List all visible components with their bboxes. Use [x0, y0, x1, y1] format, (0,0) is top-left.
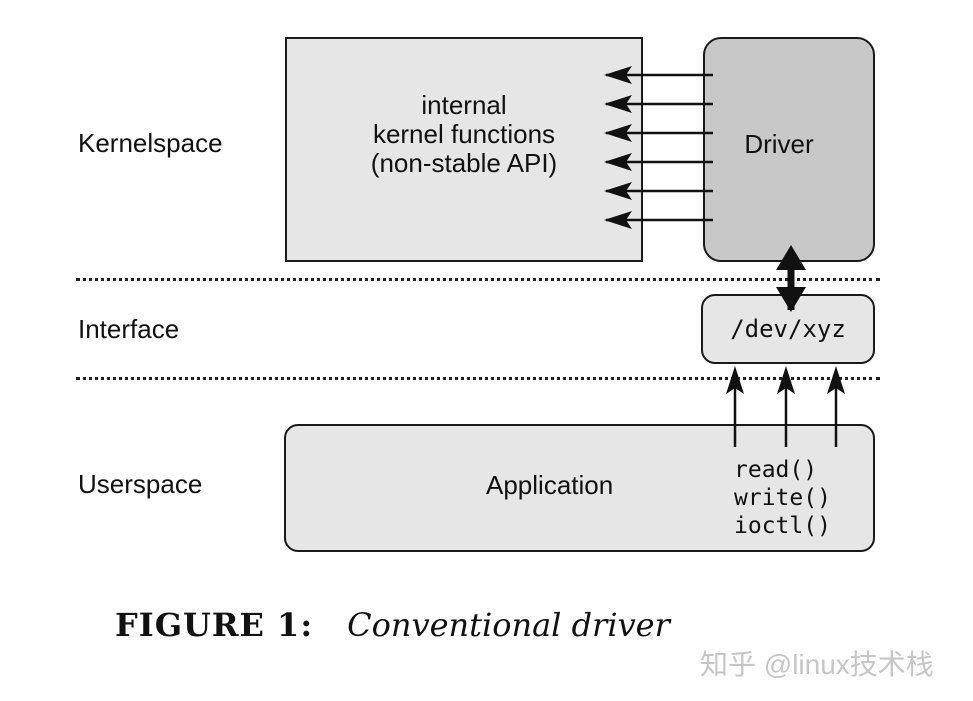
driver-call-arrowhead [604, 95, 632, 113]
driver-call-arrowhead [604, 66, 632, 84]
interface-label: Interface [78, 314, 180, 344]
kernel-functions-box: internal kernel functions (non-stable AP… [285, 37, 643, 262]
syscall-read: read() [734, 457, 818, 483]
kernel-line-3: (non-stable API) [370, 148, 558, 178]
driver-label: Driver [744, 129, 814, 159]
syscall-arrowhead [726, 366, 744, 394]
driver-device-double-arrow [776, 245, 806, 312]
syscall-ioctl: ioctl() [734, 513, 831, 539]
driver-call-arrowhead [604, 211, 632, 229]
device-node-label: /dev/xyz [730, 315, 846, 343]
driver-call-arrowhead [604, 182, 632, 200]
syscall-arrows [726, 366, 845, 447]
driver-call-arrowhead [604, 153, 632, 171]
kernel-interface-divider [76, 278, 880, 281]
driver-box: Driver [703, 37, 875, 262]
userspace-label: Userspace [78, 469, 203, 499]
application-box: Application read() write() ioctl() [284, 424, 875, 552]
watermark: 知乎 @linux技术栈 [700, 649, 934, 680]
interface-user-divider [76, 377, 880, 380]
kernel-functions-text: internal kernel functions (non-stable AP… [371, 91, 557, 178]
kernel-line-2: kernel functions [372, 119, 556, 149]
syscall-write: write() [734, 485, 831, 511]
application-label: Application [486, 470, 614, 500]
kernel-line-1: internal [421, 90, 507, 120]
figure-number: FIGURE 1: [115, 606, 314, 644]
driver-to-kernel-arrows [604, 66, 713, 229]
kernelspace-label: Kernelspace [78, 128, 223, 158]
driver-call-arrowhead [604, 124, 632, 142]
syscall-arrowhead [827, 366, 845, 394]
figure-caption: FIGURE 1: Conventional driver [115, 606, 670, 644]
syscall-arrowhead [777, 366, 795, 394]
figure-title: Conventional driver [347, 606, 670, 644]
syscall-list: read() write() ioctl() [734, 456, 831, 540]
